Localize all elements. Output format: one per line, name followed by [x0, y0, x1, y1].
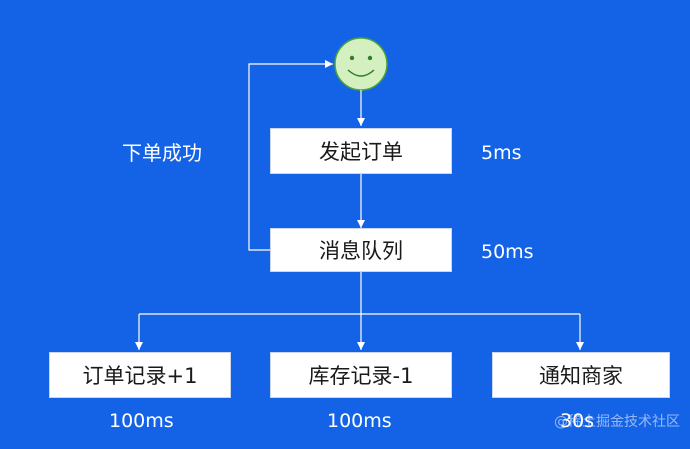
time-stock-record: 100ms [327, 410, 392, 432]
time-order-record: 100ms [109, 410, 174, 432]
node-start-order: 发起订单 [270, 128, 452, 174]
node-stock-record: 库存记录-1 [270, 352, 452, 398]
connector-queue-loop-back [248, 60, 333, 251]
node-order-record: 订单记录+1 [49, 352, 231, 398]
side-label-order-success: 下单成功 [122, 141, 202, 165]
watermark-text: @稀土掘金技术社区 [554, 414, 680, 430]
time-notify-merchant: 30s [560, 410, 595, 432]
smiley-face-icon [334, 37, 388, 91]
node-message-queue: 消息队列 [270, 228, 452, 272]
node-notify-merchant: 通知商家 [492, 352, 670, 398]
time-message-queue: 50ms [481, 241, 534, 263]
time-start-order: 5ms [481, 142, 522, 164]
